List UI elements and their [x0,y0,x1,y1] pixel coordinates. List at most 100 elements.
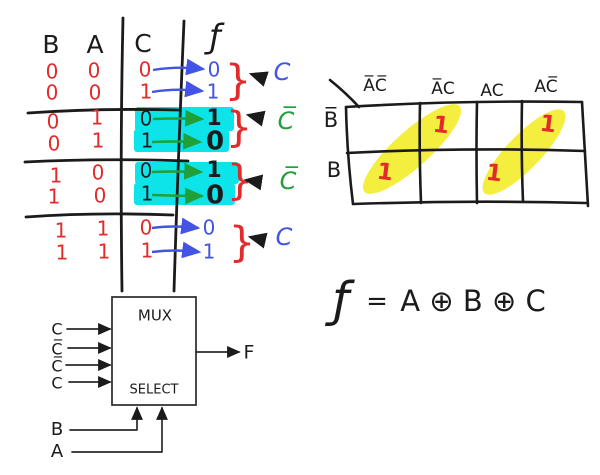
table-row: 1 1 0 0 [55,216,216,243]
table-grid [23,16,190,293]
kmap-hline [345,148,587,155]
mux-input-label: C [51,374,62,393]
table-row: 0 0 1 1 [46,80,220,105]
select-b-wire [69,406,143,431]
cell-b: 0 [47,110,60,134]
pointer-arrow-icon [245,110,266,127]
table-hline-1 [26,108,180,115]
cell-c: 1 [141,239,154,263]
cell-c: 0 [140,107,153,131]
mux-title: MUX [138,307,172,325]
kmap-bottom-edge [351,200,588,206]
cell-b: 0 [46,60,59,84]
cell-a: 0 [88,59,101,83]
table-row: 0 1 1 0 [48,127,224,157]
highlight-band [134,183,235,205]
kmap-vline [475,100,479,205]
cell-c: 1 [141,129,154,153]
pointer-arrow-icon [248,71,269,87]
pointer-arrow-icon [243,174,264,191]
group-annotations: } } } } C C̅ C̅ C [225,56,299,267]
row-arrow-icon [151,241,202,259]
kmap-col-header: A̅C̅ [363,74,387,96]
mux-input-label: C̅ [51,340,63,359]
mux-input-label: C̅ [51,357,63,376]
row-arrow-icon [151,187,205,205]
group-brace: } [226,103,253,152]
kmap-group-highlight [482,109,566,195]
cell-f: 1 [206,106,221,131]
kmap-one: 1 [539,111,558,139]
table-row: 1 1 1 1 [56,239,216,265]
table-hline-3 [24,212,175,219]
cell-c: 0 [140,159,153,183]
kmap-col-header: AC [480,81,503,101]
cell-c: 0 [139,58,152,82]
group-label: C̅ [280,166,299,195]
table-row: 0 1 0 1 [47,106,222,134]
cell-b: 0 [46,81,59,105]
kmap: A̅C̅ A̅C AC AC̅ B̅ B 1 1 1 1 [324,74,590,208]
kmap-vline [418,101,423,205]
cell-b: 1 [48,185,61,209]
row-arrow-icon [151,162,204,180]
mux-select-label: SELECT [130,383,179,398]
cell-f: 1 [203,240,216,264]
cell-c: 0 [140,216,153,240]
mux-select-a-label: A [51,441,64,462]
kmap-corner-slash [328,78,361,109]
col-header-b: B [42,30,59,59]
cell-f: 0 [206,181,224,211]
col-header-c: C [134,29,151,58]
mux-output-label: F [244,342,255,364]
row-arrow-icon [151,80,205,98]
kmap-top-edge [344,100,584,109]
table-row: 0 0 0 0 [46,58,221,84]
cell-b: 0 [48,132,61,156]
equation-expression: A ⊕ B ⊕ C [400,284,545,318]
select-a-wire [71,406,168,453]
table-row: 1 0 0 1 [50,158,222,188]
kmap-vline [520,99,525,204]
group-label: C [274,58,291,86]
kmap-col-header: A̅C [431,77,455,99]
cell-c: 1 [140,80,153,104]
table-row: 1 0 1 0 [48,181,224,211]
pointer-arrow-icon [247,232,268,249]
row-arrow-icon [151,132,203,150]
row-arrow-icon [151,217,201,235]
col-header-f: ƒ [203,17,225,56]
cell-a: 1 [91,106,104,130]
col-header-a: A [86,30,103,59]
table-vline-2 [172,19,186,293]
group-label: C̅ [278,106,297,135]
cell-a: 0 [94,184,107,208]
table-rows: 0 0 0 0 0 0 1 1 0 1 0 1 [46,58,224,265]
kmap-one: 1 [376,159,395,187]
mux-diagram: MUX SELECT C C̅ C̅ C F B A [51,296,255,462]
cell-c: 1 [141,182,154,206]
table-hline-2 [23,158,190,164]
mux-select-b-label: B [51,419,63,440]
kmap-one: 1 [485,160,504,188]
row-arrow-icon [152,109,205,127]
kmap-one: 1 [432,112,451,140]
cell-f: 0 [208,58,221,82]
kmap-row-header: B̅ [324,106,338,132]
cell-a: 1 [97,217,110,241]
kmap-group-highlight [362,104,462,194]
table-vline-1 [119,16,125,293]
cell-a: 0 [89,81,102,105]
mux-input-label: C [51,320,62,339]
equation-equals: = [366,287,388,317]
cell-b: 1 [56,241,69,265]
cell-a: 1 [98,240,111,264]
row-arrow-icon [152,58,206,76]
kmap-grid [328,78,590,208]
kmap-col-header: AC̅ [534,75,558,97]
kmap-left-edge [344,105,355,206]
cell-a: 0 [92,161,105,185]
